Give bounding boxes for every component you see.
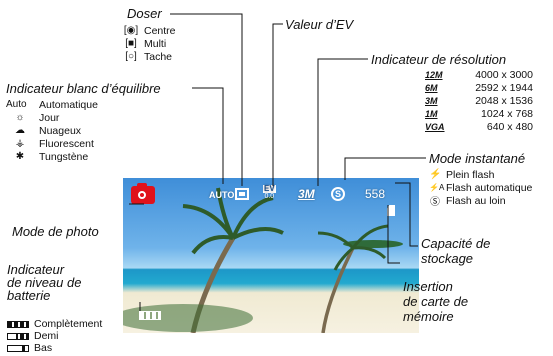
- doser-item-multi: [■] Multi: [123, 37, 176, 50]
- center-metering-icon: [◉]: [123, 25, 139, 36]
- battery-title: Indicateur de niveau de batterie: [7, 263, 81, 302]
- wb-item-jour: ☼ Jour: [6, 111, 98, 124]
- wb-item-tungstene: ✱ Tungstène: [6, 150, 98, 163]
- resolution-row: VGA 640 x 480: [425, 120, 533, 133]
- wb-item-label: Automatique: [39, 98, 98, 111]
- doser-item-tache: [○] Tache: [123, 50, 176, 63]
- wb-item-label: Tungstène: [39, 150, 89, 163]
- auto-wb-icon: Auto: [6, 99, 27, 110]
- flash-icon: ⚡: [429, 169, 442, 180]
- resolution-value: 2592 x 1944: [475, 81, 533, 94]
- spot-metering-icon: [○]: [125, 51, 137, 62]
- storage-count-osd: 558: [365, 187, 386, 201]
- photo-mode-title: Mode de photo: [12, 224, 99, 239]
- memory-card-title: Insertion de carte de mémoire: [403, 279, 468, 324]
- resolution-code: 12M: [425, 69, 443, 80]
- auto-flash-icon: ⚡A: [429, 183, 445, 192]
- fluorescent-icon: ⚶: [15, 138, 25, 149]
- battery-item-label: Bas: [34, 342, 53, 354]
- storage-title-line2: stockage: [421, 251, 474, 266]
- ev-osd-value: 0.0: [264, 193, 275, 200]
- resolution-value: 2048 x 1536: [475, 94, 533, 107]
- cloud-icon: ☁: [15, 125, 25, 136]
- battery-title-line2: de niveau de: [7, 275, 82, 290]
- ev-osd-label: EV: [263, 184, 276, 193]
- memory-card-title-line1: Insertion: [403, 279, 453, 294]
- battery-low-icon: [7, 344, 29, 352]
- doser-list: [◉] Centre [■] Multi [○] Tache: [123, 24, 176, 63]
- resolution-value: 640 x 480: [486, 120, 533, 133]
- camera-preview-screen: AUTO EV 0.0 3M S 558: [123, 178, 419, 333]
- flash-item-label: Flash automatique: [446, 181, 533, 194]
- doser-item-label: Tache: [144, 50, 173, 63]
- flash-item-label: Plein flash: [446, 168, 495, 181]
- sun-icon: ☼: [15, 112, 25, 123]
- flash-off-icon: Ⓢ: [430, 197, 440, 208]
- memory-card-title-line2: de carte de: [403, 294, 469, 309]
- battery-title-line3: batterie: [7, 288, 51, 303]
- resolution-code: 6M: [425, 82, 438, 93]
- battery-item-label: Complètement: [34, 318, 103, 330]
- battery-full-icon: [7, 320, 29, 328]
- camera-mode-icon: [131, 183, 155, 204]
- flash-item-full: ⚡ Plein flash: [429, 168, 532, 181]
- battery-list: Complètement Demi Bas: [7, 318, 102, 354]
- battery-item-full: Complètement: [7, 318, 102, 330]
- storage-title: Capacité de stockage: [421, 236, 490, 266]
- white-balance-list: Auto Automatique ☼ Jour ☁ Nuageux ⚶ Fluoresc…: [6, 98, 98, 163]
- wb-item-nuageux: ☁ Nuageux: [6, 124, 98, 137]
- resolution-title: Indicateur de résolution: [371, 52, 507, 67]
- resolution-code: 1M: [425, 108, 438, 119]
- wb-item-label: Jour: [39, 111, 60, 124]
- resolution-row: 1M 1024 x 768: [425, 107, 533, 120]
- resolution-code: VGA: [425, 121, 445, 132]
- tungsten-icon: ✱: [15, 151, 25, 162]
- doser-item-label: Multi: [144, 37, 167, 50]
- multi-metering-icon: [■]: [125, 38, 137, 49]
- wb-item-label: Nuageux: [39, 124, 82, 137]
- battery-item-label: Demi: [34, 330, 59, 342]
- ev-title: Valeur d’EV: [285, 17, 354, 32]
- wb-item-fluorescent: ⚶ Fluorescent: [6, 137, 98, 150]
- doser-title: Doser: [127, 6, 162, 21]
- battery-osd-icon: [139, 311, 161, 320]
- battery-item-low: Bas: [7, 342, 102, 354]
- storage-title-line1: Capacité de: [421, 236, 491, 251]
- memory-card-osd-icon: [387, 205, 395, 216]
- flash-title: Mode instantané: [429, 151, 526, 166]
- flash-item-off: Ⓢ Flash au loin: [429, 194, 532, 209]
- resolution-list: 12M 4000 x 3000 6M 2592 x 1944 3M 2048 x 15…: [425, 68, 533, 133]
- resolution-code: 3M: [425, 95, 438, 106]
- wb-item-label: Fluorescent: [39, 137, 94, 150]
- white-balance-osd: AUTO: [209, 190, 235, 200]
- resolution-osd: 3M: [298, 187, 315, 201]
- white-balance-title: Indicateur blanc d’équilibre: [6, 81, 161, 96]
- resolution-value: 1024 x 768: [481, 107, 533, 120]
- flash-item-label: Flash au loin: [446, 194, 506, 207]
- memory-card-title-line3: mémoire: [403, 309, 454, 324]
- wb-item-auto: Auto Automatique: [6, 98, 98, 111]
- ev-osd: EV 0.0: [263, 185, 276, 201]
- battery-title-line1: Indicateur: [7, 262, 65, 277]
- resolution-row: 6M 2592 x 1944: [425, 81, 533, 94]
- resolution-row: 3M 2048 x 1536: [425, 94, 533, 107]
- flash-osd-icon: S: [331, 187, 345, 201]
- doser-item-label: Centre: [144, 24, 176, 37]
- metering-osd-icon: [235, 188, 249, 200]
- resolution-row: 12M 4000 x 3000: [425, 68, 533, 81]
- battery-half-icon: [7, 332, 29, 340]
- battery-item-half: Demi: [7, 330, 102, 342]
- resolution-value: 4000 x 3000: [475, 68, 533, 81]
- doser-item-centre: [◉] Centre: [123, 24, 176, 37]
